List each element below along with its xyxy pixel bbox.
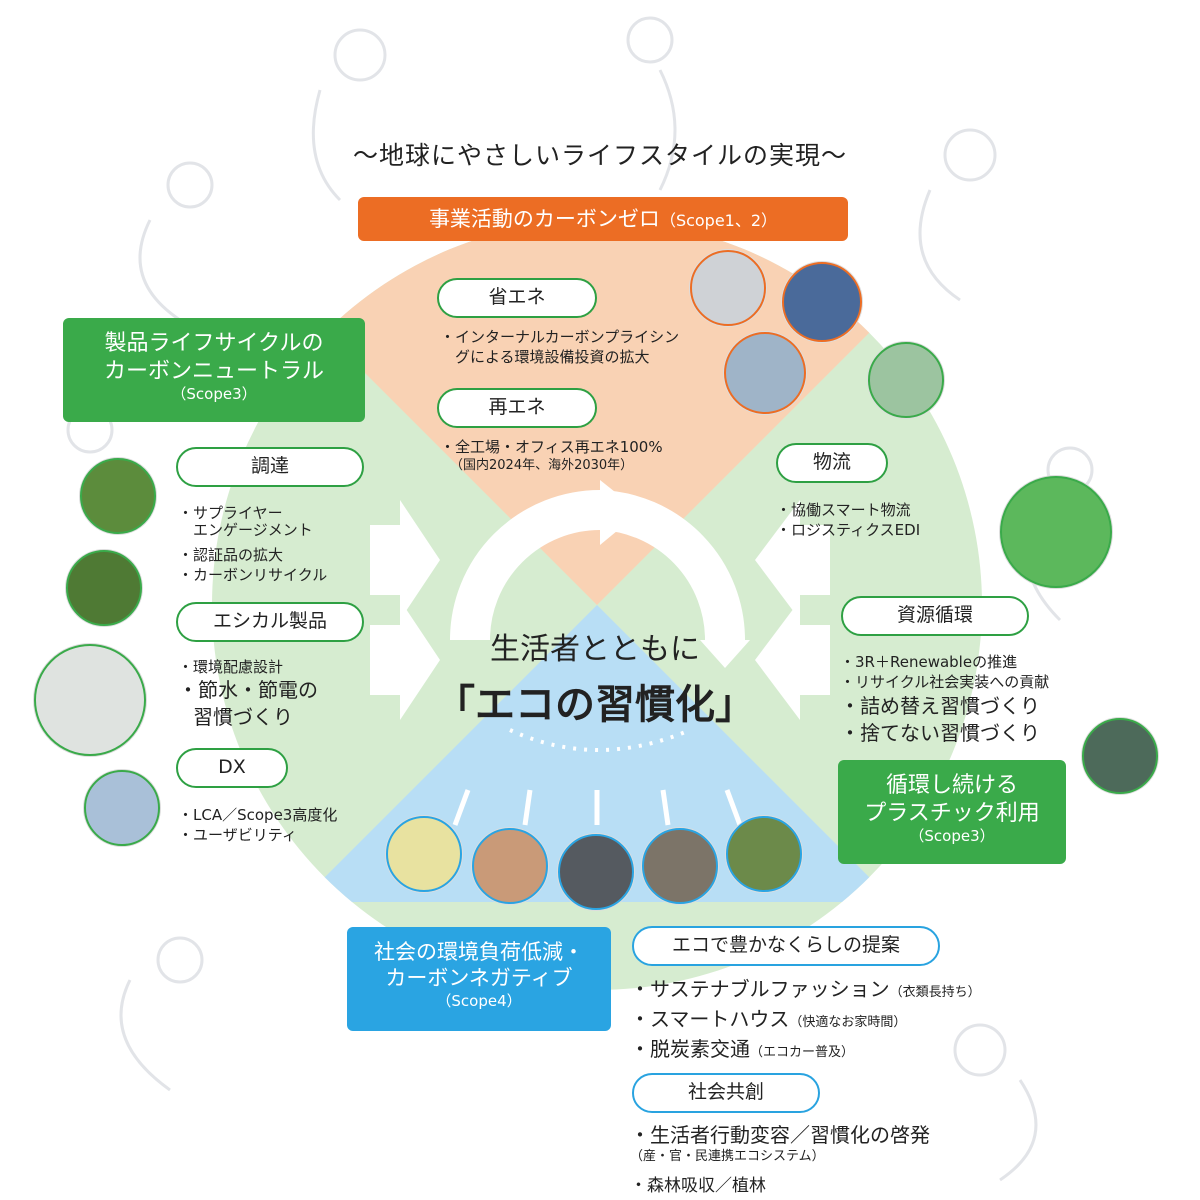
- box-line: 製品ライフサイクルの: [104, 331, 324, 356]
- box-line: カーボンニュートラル: [103, 358, 324, 384]
- scope1-2-box: 事業活動のカーボンゼロ（Scope1、2）: [358, 197, 848, 241]
- scope4-box: 社会の環境負荷低減・ カーボンネガティブ （Scope4）: [347, 927, 611, 1031]
- photo-trucks: [868, 342, 944, 418]
- photo-recycling-bin: [1082, 718, 1158, 794]
- list-item: 森林吸収／植林: [630, 1173, 930, 1200]
- scope3-plastic-box: 循環し続ける プラスチック利用 （Scope3）: [838, 760, 1066, 864]
- procurement-list: サプライヤー エンゲージメント 認証品の拡大 カーボンリサイクル: [178, 503, 327, 585]
- item-main: 森林吸収／植林: [647, 1176, 766, 1196]
- list-item: サステナブルファッション（衣類長持ち）: [630, 976, 981, 1006]
- pill-social-co-creation: 社会共創: [632, 1073, 820, 1113]
- item-main: 生活者行動変容／習慣化の啓発: [650, 1123, 930, 1147]
- list-item: ロジスティクスEDI: [776, 520, 920, 540]
- photo-palm-trees: [66, 550, 142, 626]
- box-line: 循環し続ける: [885, 773, 1018, 798]
- eco-life-list: サステナブルファッション（衣類長持ち） スマートハウス（快適なお家時間） 脱炭素…: [630, 976, 981, 1066]
- center-line1: 生活者とともに: [490, 632, 700, 667]
- center-line2: 「エコの習慣化」: [435, 682, 755, 728]
- resource-list: 3R＋Renewableの推進 リサイクル社会実装への貢献 詰め替え習慣づくり …: [840, 652, 1049, 747]
- pill-dx: DX: [176, 748, 288, 788]
- item-note: （エコカー普及）: [750, 1045, 855, 1060]
- logistics-list: 協働スマート物流 ロジスティクスEDI: [776, 500, 920, 541]
- list-item: リサイクル社会実装への貢献: [840, 672, 1049, 692]
- co-creation-list: 生活者行動変容／習慣化の啓発 （産・官・民連携エコシステム） 森林吸収／植林: [630, 1122, 930, 1200]
- item-main: スマートハウス: [650, 1007, 790, 1031]
- photo-city-crowd: [642, 828, 718, 904]
- pill-energy-saving: 省エネ: [437, 278, 597, 318]
- photo-refill-pack: [1000, 476, 1112, 588]
- photo-ev-charger: [558, 834, 634, 910]
- list-item-note: （国内2024年、海外2030年）: [450, 458, 634, 474]
- page-title: ～地球にやさしいライフスタイルの実現～: [352, 141, 847, 170]
- box-scope: （Scope4）: [436, 991, 522, 1010]
- box-line: カーボンネガティブ: [385, 966, 573, 991]
- ethical-list: 環境配慮設計 節水・節電の 習慣づくり: [178, 657, 318, 731]
- pill-logistics: 物流: [776, 443, 888, 483]
- list-item: 詰め替え習慣づくり: [840, 693, 1049, 720]
- list-item: 認証品の拡大: [178, 545, 327, 565]
- photo-chart-magnifier: [690, 250, 766, 326]
- renewable-list: 全工場・オフィス再エネ100% （国内2024年、海外2030年）: [440, 437, 663, 475]
- scope3-product-box: 製品ライフサイクルの カーボンニュートラル （Scope3）: [63, 318, 365, 422]
- list-item: LCA／Scope3高度化: [178, 805, 337, 825]
- photo-tree-planting: [726, 816, 802, 892]
- list-item: 協働スマート物流: [776, 500, 920, 520]
- box-scope: （Scope3）: [909, 827, 995, 845]
- box-line: 社会の環境負荷低減・: [374, 940, 584, 964]
- list-item: 脱炭素交通（エコカー普及）: [630, 1036, 981, 1066]
- photo-digital-tablet: [84, 770, 160, 846]
- photo-factory: [724, 332, 806, 414]
- item-note: （衣類長持ち）: [889, 985, 981, 1000]
- dx-list: LCA／Scope3高度化 ユーザビリティ: [178, 805, 337, 846]
- item-main: 脱炭素交通: [650, 1037, 750, 1061]
- energy-saving-list: インターナルカーボンプライシン グによる環境設備投資の拡大: [440, 327, 679, 368]
- list-item: 捨てない習慣づくり: [840, 720, 1049, 747]
- list-item: 3R＋Renewableの推進: [840, 652, 1049, 672]
- item-main: サステナブルファッション: [650, 977, 890, 1001]
- list-item: カーボンリサイクル: [178, 565, 327, 585]
- scope1-2-scope: （Scope1、2）: [659, 211, 778, 230]
- item-note: （快適なお家時間）: [789, 1015, 907, 1030]
- list-item: 環境配慮設計: [178, 657, 318, 677]
- photo-forest: [80, 458, 156, 534]
- photo-solar-panels: [782, 262, 862, 342]
- list-item-cont: グによる環境設備投資の拡大: [455, 348, 650, 367]
- center-message: 生活者とともに 「エコの習慣化」: [420, 624, 770, 730]
- box-scope: （Scope3）: [171, 385, 257, 403]
- list-item: ユーザビリティ: [178, 825, 337, 845]
- pill-eco-life-proposal: エコで豊かなくらしの提案: [632, 926, 940, 966]
- list-item: サプライヤー: [178, 503, 327, 523]
- list-item: インターナルカーボンプライシン: [440, 327, 679, 347]
- list-item: 生活者行動変容／習慣化の啓発: [630, 1122, 930, 1149]
- scope1-2-label: 事業活動のカーボンゼロ: [428, 207, 660, 231]
- list-item: スマートハウス（快適なお家時間）: [630, 1006, 981, 1036]
- item-note: （産・官・民連携エコシステム）: [630, 1149, 825, 1164]
- photo-family: [472, 828, 548, 904]
- list-item-cont: エンゲージメント: [193, 521, 313, 540]
- photo-kitchen-water: [34, 644, 146, 756]
- list-item: 全工場・オフィス再エネ100%: [440, 437, 663, 457]
- pill-resource-circulation: 資源循環: [841, 596, 1029, 636]
- pill-ethical-products: エシカル製品: [176, 602, 364, 642]
- pill-procurement: 調達: [176, 447, 364, 487]
- pill-renewable-energy: 再エネ: [437, 388, 597, 428]
- list-item-cont: 習慣づくり: [193, 705, 293, 730]
- photo-clothing: [386, 816, 462, 892]
- list-item: 節水・節電の: [178, 677, 318, 704]
- box-line: プラスチック利用: [864, 800, 1040, 826]
